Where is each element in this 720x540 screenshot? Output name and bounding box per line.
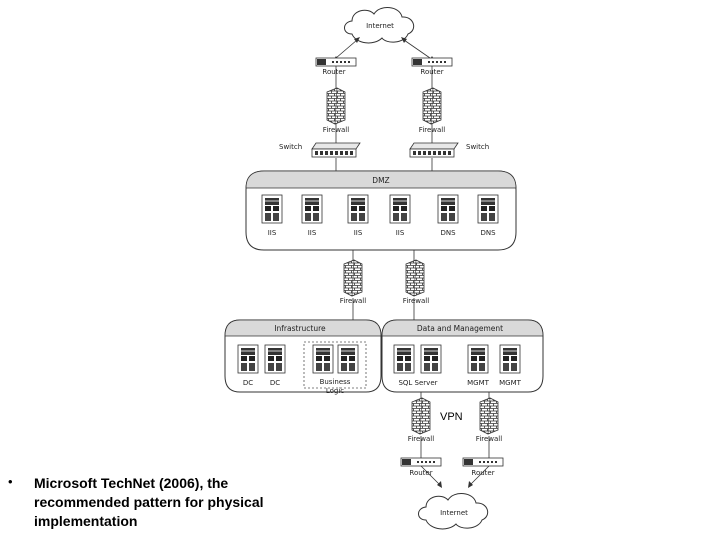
business-logic-server-1 [312,344,334,374]
caption-text: Microsoft TechNet (2006), the recommende… [34,475,264,529]
router-label: Router [420,68,443,76]
dmz-server-6: DNS [477,194,499,237]
router-top-right: Router [411,57,453,76]
dc-server-1: DC [237,344,259,387]
svg-text:DC: DC [270,379,280,387]
dmz-zone: DMZ IIS IIS IIS IIS DNS DNS [245,170,517,251]
router-label: Router [471,469,494,477]
firewall-inner-left: Firewall [340,259,366,305]
firewall-label: Firewall [323,126,349,134]
business-logic-label: Business Logic [319,378,351,395]
sql-server-label: SQL Server [398,379,437,387]
infrastructure-title: Infrastructure [274,324,326,333]
firewall-label: Firewall [476,435,502,443]
internet-cloud-top: Internet [344,7,415,44]
svg-text:IIS: IIS [396,229,405,237]
business-logic-label-wrap: Business Logic [319,378,351,395]
firewall-inner-right: Firewall [403,259,429,305]
svg-text:MGMT: MGMT [499,379,522,387]
connector-lines-vpn [420,392,490,486]
dmz-server-4: IIS [389,194,411,237]
dmz-server-2: IIS [301,194,323,237]
firewall-vpn-left: Firewall [408,397,434,443]
router-bottom-right: Router [462,457,504,477]
switch-left [311,142,361,158]
internet-cloud-bottom: Internet [418,493,489,530]
internet-label-top: Internet [366,22,394,30]
sql-server-1 [393,344,415,374]
business-logic-server-2 [337,344,359,374]
switch-label-right: Switch [466,143,489,151]
sql-server-2 [420,344,442,374]
svg-text:IIS: IIS [354,229,363,237]
business-logic-group [303,341,367,389]
data-management-zone: Data and Management SQL Server MGMT MGMT [381,319,544,393]
firewall-label: Firewall [419,126,445,134]
switch-label-left: Switch [279,143,302,151]
firewall-vpn-right: Firewall [476,397,502,443]
data-management-title: Data and Management [417,324,503,333]
svg-text:DNS: DNS [480,229,496,237]
svg-text:IIS: IIS [268,229,277,237]
firewall-label: Firewall [408,435,434,443]
dmz-title: DMZ [372,176,389,185]
router-top-left: Router [315,57,357,76]
mgmt-server-2: MGMT [499,344,522,387]
firewall-top-left: Firewall [323,87,349,134]
dmz-server-5: DNS [437,194,459,237]
dmz-server-3: IIS [347,194,369,237]
internet-label-bottom: Internet [440,509,468,517]
router-label: Router [322,68,345,76]
svg-text:DNS: DNS [440,229,456,237]
vpn-label: VPN [440,411,463,423]
firewall-label: Firewall [403,297,429,305]
firewall-top-right: Firewall [419,87,445,134]
infrastructure-zone: Infrastructure DC DC Business Logic [224,319,382,395]
svg-text:DC: DC [243,379,253,387]
router-bottom-left: Router [400,457,442,477]
svg-text:MGMT: MGMT [467,379,490,387]
svg-text:IIS: IIS [308,229,317,237]
caption-bullet: • [8,474,13,489]
mgmt-server-1: MGMT [467,344,490,387]
switch-right [409,142,459,158]
dmz-server-1: IIS [261,194,283,237]
connector-lines-top [335,39,433,172]
dc-server-2: DC [264,344,286,387]
router-label: Router [409,469,432,477]
firewall-label: Firewall [340,297,366,305]
